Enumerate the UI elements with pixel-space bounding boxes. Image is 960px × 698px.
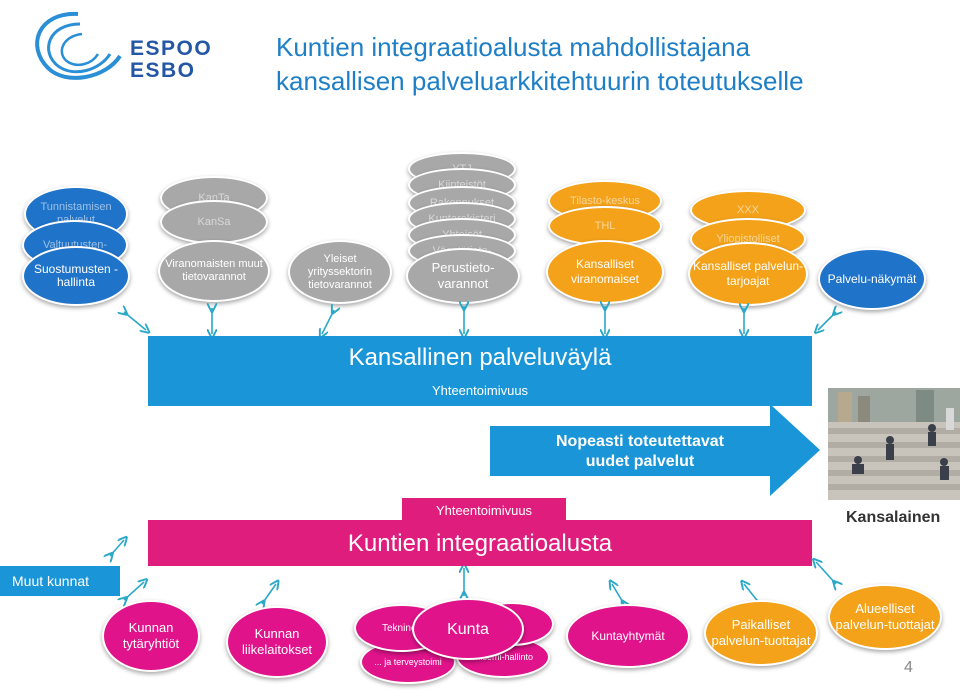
oval-label: Kunnan tytäryhtiöt	[122, 620, 180, 651]
oval-label: Yleiset yrityssektorin tietovarannot	[307, 252, 373, 291]
oval-joint-authorities: Kuntayhtymät	[566, 604, 690, 668]
arrow-regional	[816, 562, 836, 584]
fast-line-1: Nopeasti toteutettavat	[555, 433, 725, 450]
title-line-1: Kuntien integraatioalusta mahdollistajan…	[276, 32, 751, 62]
oval-label: Yliopistolliset	[716, 232, 780, 245]
arrow-views	[818, 312, 836, 330]
arrow-enterprises	[262, 584, 276, 604]
oval-label: Kuntayhtymät	[591, 628, 665, 643]
national-service-bus	[148, 336, 812, 406]
oval-base-registers: Perustieto-varannot	[406, 248, 520, 304]
people-on-steps-image	[828, 388, 960, 500]
arrow-enterprise	[322, 310, 334, 334]
oval-label: KanSa	[197, 215, 231, 228]
platform-subtitle: Yhteentoimivuus	[435, 503, 533, 518]
service-bus-subtitle: Yhteentoimivuus	[431, 383, 529, 398]
swirl-logo-icon	[35, 11, 122, 80]
oval-label: Suostumusten -hallinta	[33, 262, 119, 289]
oval-label: Paikalliset palvelun-tuottajat	[711, 617, 811, 648]
arrow-muut	[110, 540, 124, 556]
integration-platform-tab	[402, 498, 566, 522]
logo-text: ESPOO ESBO	[130, 38, 212, 82]
oval-label: Kansalliset viranomaiset	[570, 257, 640, 286]
oval-label: Palvelu-näkymät	[827, 271, 917, 286]
oval-label: Alueelliset palvelun-tuottajat	[835, 601, 935, 632]
platform-title: Kuntien integraatioalusta	[347, 530, 613, 557]
oval-subsidiaries: Kunnan tytäryhtiöt	[102, 600, 200, 672]
oval-national-authorities: Kansalliset viranomaiset	[546, 240, 664, 304]
oval-service-views: Palvelu-näkymät	[818, 248, 926, 310]
oval-local-providers: Paikalliset palvelun-tuottajat	[704, 600, 818, 666]
oval-enterprise-data: Yleiset yrityssektorin tietovarannot	[288, 240, 392, 304]
oval-label: ...isemi-hallinto	[472, 651, 534, 662]
arrow-subsidiaries	[124, 582, 144, 600]
oval-authority-data: Viranomaisten muut tietovarannot	[158, 240, 270, 302]
oval-label: Tekninen	[381, 622, 423, 634]
oval-label: ... ja terveystoimi	[374, 656, 442, 667]
oval-label: Kansalliset palvelun-tarjoajat	[692, 259, 804, 288]
arrow-group	[612, 584, 624, 604]
service-bus-title: Kansallinen palveluväylä	[348, 344, 612, 371]
page-number: 4	[904, 659, 913, 676]
oval-label: THL	[594, 219, 616, 232]
oval-label: Viranomaisten muut tietovarannot	[165, 258, 263, 283]
logo-line-2: ESBO	[130, 59, 196, 82]
oval-label: Kunta	[447, 620, 489, 638]
oval-municipality: Kunta	[412, 598, 524, 660]
oval-consent-management: Suostumusten -hallinta	[22, 246, 130, 306]
citizen-label: Kansalainen	[846, 509, 941, 526]
citizens-photo	[828, 388, 960, 500]
oval-label: XXX	[736, 203, 759, 216]
arrow-identity	[124, 312, 146, 330]
logo-line-1: ESPOO	[130, 37, 213, 60]
fast-line-2: uudet palvelut	[585, 453, 695, 470]
fast-services-arrow	[490, 404, 820, 496]
oval-label: Tilasto-keskus	[570, 194, 640, 207]
oval-label: Perustieto-varannot	[431, 260, 495, 291]
page-title: Kuntien integraatioalusta mahdollistajan…	[276, 30, 946, 98]
espoo-logo	[18, 6, 208, 86]
other-municipalities-label: Muut kunnat	[0, 566, 120, 596]
fast-services-text: Nopeasti toteutettavat uudet palvelut	[490, 432, 790, 472]
oval-municipal-enterprises: Kunnan liikelaitokset	[226, 606, 328, 678]
oval-regional-providers: Alueelliset palvelun-tuottajat	[828, 584, 942, 650]
title-line-2: kansallisen palveluarkkitehtuurin toteut…	[276, 66, 804, 96]
oval-label: Kunnan liikelaitokset	[241, 626, 313, 657]
integration-platform-bar	[148, 520, 812, 566]
